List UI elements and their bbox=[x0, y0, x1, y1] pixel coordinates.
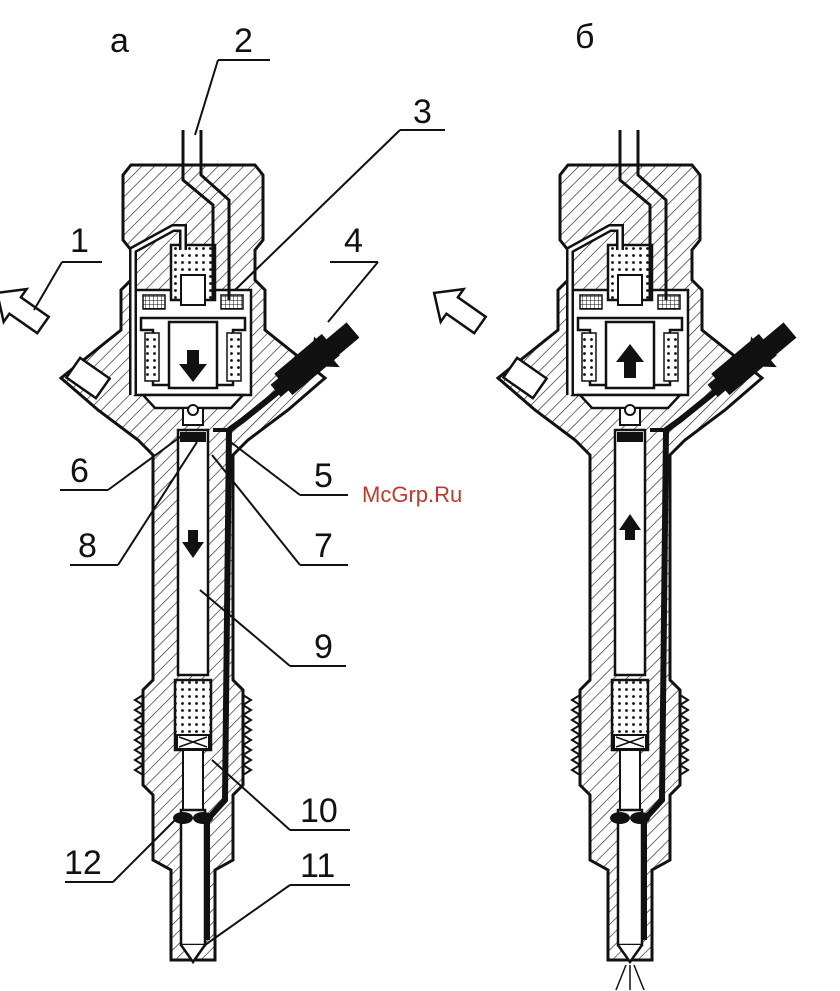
fuel-return-arrow bbox=[0, 287, 51, 335]
callout-4: 4 bbox=[344, 222, 363, 260]
fuel-inlet-arrow bbox=[310, 322, 360, 368]
callout-5: 5 bbox=[314, 457, 333, 495]
callout-6: 6 bbox=[70, 452, 89, 490]
callout-11: 11 bbox=[300, 847, 335, 885]
fuel-inlet-arrow-b bbox=[747, 322, 797, 368]
spray-lines bbox=[615, 964, 645, 991]
callout-7: 7 bbox=[314, 527, 333, 565]
piston-down-arrow bbox=[182, 530, 204, 558]
armature-down-arrow bbox=[179, 350, 207, 382]
callout-3: 3 bbox=[413, 93, 432, 131]
callout-12: 12 bbox=[64, 844, 102, 882]
callout-10: 10 bbox=[300, 792, 338, 830]
fuel-return-arrow-b bbox=[432, 287, 488, 335]
view-label-a: а bbox=[110, 22, 129, 60]
piston-up-arrow bbox=[619, 514, 641, 540]
watermark: McGrp.Ru bbox=[362, 482, 462, 507]
callout-1: 1 bbox=[70, 222, 89, 260]
callout-9: 9 bbox=[314, 628, 333, 666]
injector-view-b bbox=[432, 130, 797, 991]
armature-up-arrow bbox=[616, 344, 644, 378]
view-label-b: б bbox=[575, 18, 594, 56]
injector-view-a bbox=[0, 130, 360, 962]
leader-lines bbox=[33, 59, 445, 946]
callout-8: 8 bbox=[78, 527, 97, 565]
callout-2: 2 bbox=[234, 22, 253, 60]
